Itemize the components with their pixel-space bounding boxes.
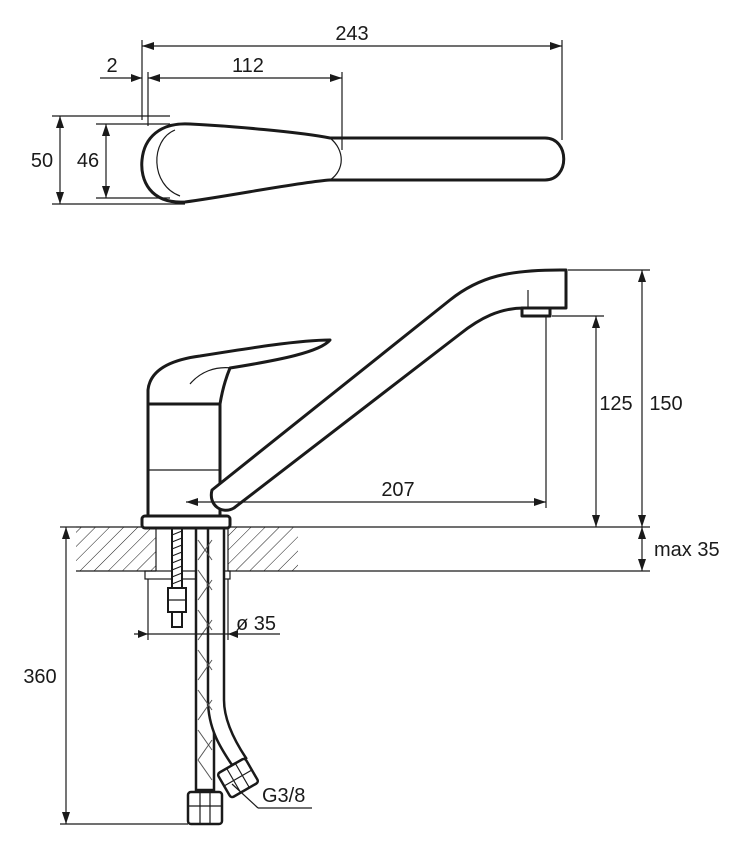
countertop-left — [76, 527, 156, 571]
dim-hose-length-label: 360 — [23, 666, 56, 688]
dim-height-outer-label: 50 — [31, 150, 53, 172]
dim-counter-thickness-label: max 35 — [654, 539, 720, 561]
faucet-lever — [146, 338, 332, 406]
dim-width-label: 243 — [335, 23, 368, 45]
dim-thread-label: G3/8 — [262, 785, 305, 807]
top-view-lever-inner — [156, 129, 181, 197]
dim-spout-height-label: 125 — [599, 393, 632, 415]
dim-height-inner-label: 46 — [77, 150, 99, 172]
faucet-spout — [209, 268, 568, 512]
spout-aerator — [520, 306, 552, 318]
top-view-lever-ridge — [329, 137, 342, 181]
dim-spout-reach-label: 207 — [381, 479, 414, 501]
dim-hole-diameter-label: ø 35 — [236, 613, 276, 635]
dim-offset-label: 2 — [106, 55, 117, 77]
hose-fitting-left — [186, 790, 224, 826]
mounting-plate — [144, 570, 231, 580]
top-view: 243 112 2 50 46 — [31, 23, 566, 205]
faucet-base — [140, 514, 232, 530]
dim-lever-label: 112 — [232, 55, 264, 77]
top-view-lever — [140, 122, 566, 204]
countertop-right — [228, 527, 298, 571]
side-view: 207 125 150 max 35 ø 35 360 — [23, 268, 720, 826]
faucet-body — [146, 402, 222, 518]
dim-total-height-label: 150 — [649, 393, 682, 415]
